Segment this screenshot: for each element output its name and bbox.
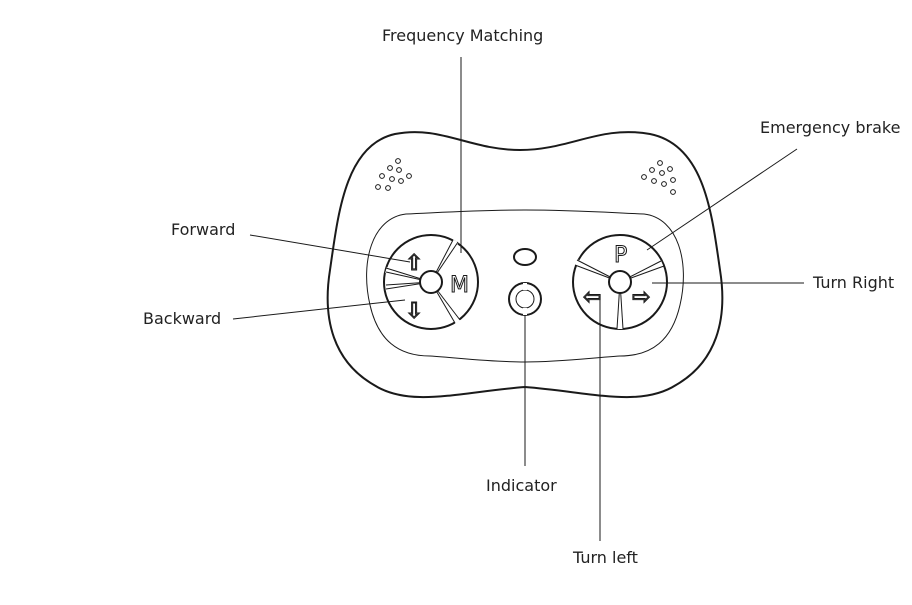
label-emergency-brake: Emergency brake: [760, 118, 900, 137]
controller-face-panel: [366, 209, 684, 363]
label-indicator: Indicator: [486, 476, 557, 495]
turn-left-button[interactable]: ⇦: [583, 285, 602, 311]
right-button-cluster: [572, 234, 668, 330]
label-turn-left: Turn left: [572, 548, 638, 567]
emergency-brake-button[interactable]: P: [614, 243, 628, 269]
left-button-cluster: [383, 234, 479, 330]
forward-button[interactable]: ⇧: [405, 251, 424, 277]
label-turn-right: Turn Right: [812, 273, 894, 292]
backward-button[interactable]: ⇩: [405, 299, 424, 325]
speaker-grille-left-icon: [375, 158, 412, 191]
leader-forward: [249, 234, 411, 263]
leader-backward: [232, 299, 406, 320]
frequency-matching-button[interactable]: M: [450, 273, 470, 299]
label-frequency-matching: Frequency Matching: [382, 26, 543, 45]
leader-emergency-brake: [646, 148, 798, 251]
indicator-ring-icon: [508, 282, 542, 316]
label-backward: Backward: [143, 309, 221, 328]
label-forward: Forward: [171, 220, 235, 239]
turn-right-button[interactable]: ⇨: [632, 285, 651, 311]
indicator-light: [513, 248, 537, 266]
speaker-grille-right-icon: [641, 160, 676, 195]
